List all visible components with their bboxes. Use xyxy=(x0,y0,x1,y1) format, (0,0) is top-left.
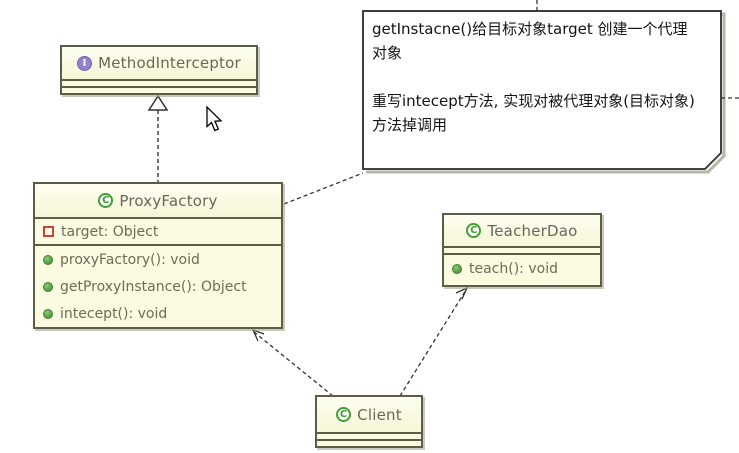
method-row-intecept[interactable]: intecept(): void xyxy=(35,300,281,327)
method-row-getproxyinstance[interactable]: getProxyInstance(): Object xyxy=(35,273,281,300)
client-title[interactable]: C Client xyxy=(317,397,421,432)
compartment-divider xyxy=(444,253,600,255)
proxyfactory-name: ProxyFactory xyxy=(119,191,218,210)
teacherdao-name: TeacherDao xyxy=(487,221,578,240)
public-method-icon xyxy=(452,263,462,274)
note-line: getInstacne()给目标对象target 创建一个代理 xyxy=(372,20,688,38)
dependency-arrowhead-proxyfactory xyxy=(251,328,265,342)
class-icon: C xyxy=(336,407,352,422)
method-label: getProxyInstance(): Object xyxy=(60,278,247,295)
methodinterceptor-name: MethodInterceptor xyxy=(98,54,241,72)
note-line: 方法掉调用 xyxy=(372,116,448,134)
compartment-divider xyxy=(35,217,281,219)
methodinterceptor-methods-compartment xyxy=(62,86,256,93)
note-anchor-line-proxyfactory[interactable] xyxy=(283,172,364,205)
field-row-target[interactable]: target: Object xyxy=(35,219,281,244)
note-line: 对象 xyxy=(372,44,403,62)
methodinterceptor-fields-compartment xyxy=(62,79,256,86)
field-label: target: Object xyxy=(61,223,159,240)
class-box-client[interactable]: C Client xyxy=(315,395,423,448)
proxyfactory-title[interactable]: C ProxyFactory xyxy=(35,184,281,217)
method-label: proxyFactory(): void xyxy=(60,251,200,268)
note-line: 重写intecept方法, 实现对被代理对象(目标对象) xyxy=(372,92,695,110)
client-methods-compartment xyxy=(317,439,421,446)
dependency-arrowhead-teacherdao xyxy=(455,286,469,300)
method-row-proxyfactory[interactable]: proxyFactory(): void xyxy=(35,246,281,273)
teacherdao-fields-compartment xyxy=(444,246,600,253)
realization-triangle-arrowhead xyxy=(147,94,169,111)
client-name: Client xyxy=(357,405,402,424)
methodinterceptor-title[interactable]: I MethodInterceptor xyxy=(62,47,256,79)
client-fields-compartment xyxy=(317,432,421,439)
class-icon: C xyxy=(466,223,482,238)
interface-icon: I xyxy=(77,55,93,71)
method-label: teach(): void xyxy=(469,260,558,277)
class-icon: C xyxy=(98,193,114,208)
public-method-icon xyxy=(43,254,53,265)
class-box-methodinterceptor[interactable]: I MethodInterceptor xyxy=(60,45,258,95)
class-box-teacherdao[interactable]: C TeacherDao teach(): void xyxy=(442,213,602,287)
public-method-icon xyxy=(43,308,53,319)
dependency-line-client-teacherdao[interactable] xyxy=(399,289,467,397)
compartment-divider xyxy=(35,244,281,246)
dependency-line-client-proxyfactory[interactable] xyxy=(253,331,334,397)
method-row-teach[interactable]: teach(): void xyxy=(444,255,600,282)
class-box-proxyfactory[interactable]: C ProxyFactory target: Object proxyFacto… xyxy=(33,182,283,329)
note-line xyxy=(372,65,714,89)
private-field-icon xyxy=(43,226,54,237)
method-label: intecept(): void xyxy=(60,305,168,322)
teacherdao-title[interactable]: C TeacherDao xyxy=(444,215,600,246)
public-method-icon xyxy=(43,281,53,292)
note-box[interactable] xyxy=(362,10,722,170)
note-text[interactable]: getInstacne()给目标对象target 创建一个代理 对象 重写int… xyxy=(372,17,714,137)
